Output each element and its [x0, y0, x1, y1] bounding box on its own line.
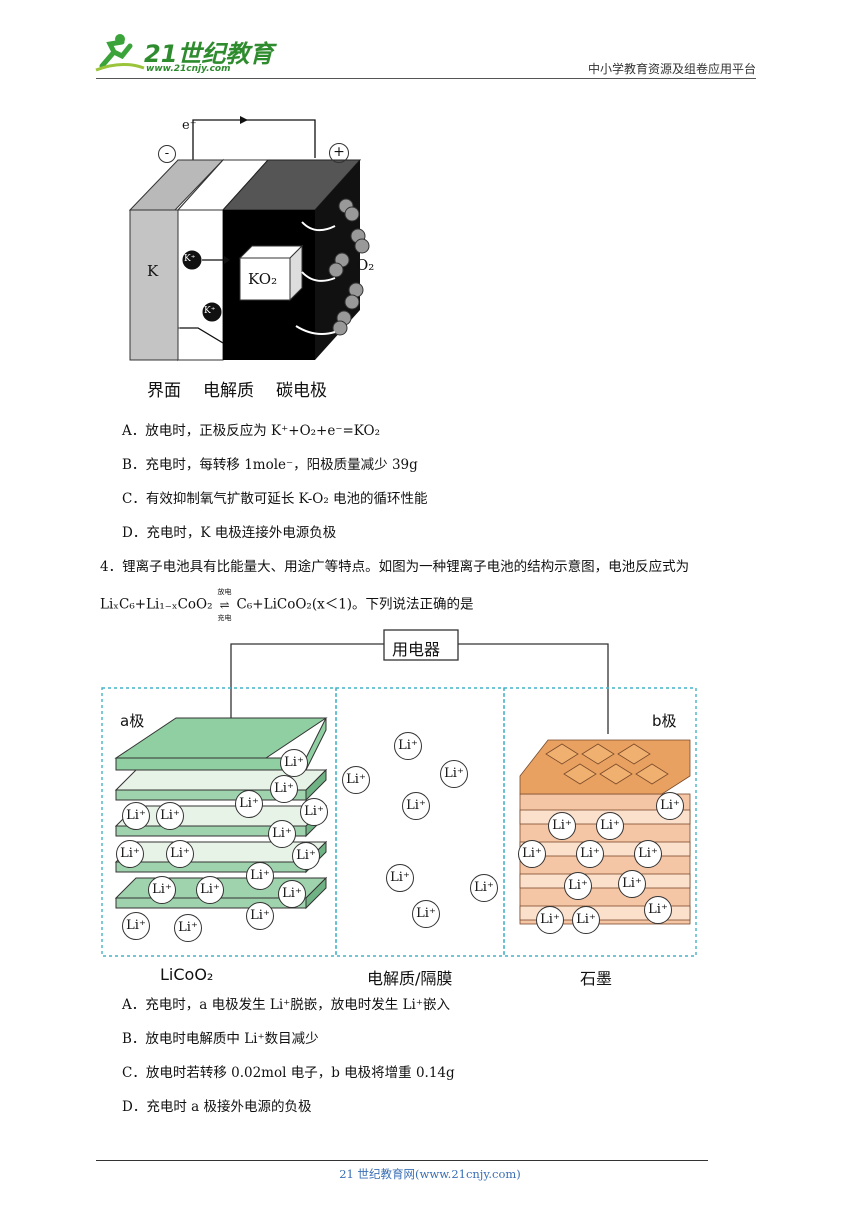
plus-terminal: +	[329, 143, 349, 163]
li-ion-icon: Li⁺	[148, 876, 176, 904]
li-ion-icon: Li⁺	[412, 900, 440, 928]
header-platform-text: 中小学教育资源及组卷应用平台	[587, 62, 756, 76]
k-electrode-label: K	[147, 262, 159, 280]
li-ion-icon: Li⁺	[278, 880, 306, 908]
q4-option-a: A．充电时，a 电极发生 Li⁺脱嵌，放电时发生 Li⁺嵌入	[122, 997, 450, 1013]
q3-option-d: D．充电时，K 电极连接外电源负极	[122, 525, 337, 541]
li-ion-icon: Li⁺	[386, 864, 414, 892]
li-ion-icon: Li⁺	[122, 912, 150, 940]
logo-runner-icon	[95, 34, 145, 72]
li-ion-icon: Li⁺	[518, 840, 546, 868]
li-ion-icon: Li⁺	[596, 812, 624, 840]
licoo2-label: LiCoO₂	[160, 965, 214, 984]
minus-terminal: -	[158, 145, 176, 163]
li-ion-icon: Li⁺	[576, 840, 604, 868]
footer-text: 21 世纪教育网(www.21cnjy.com)	[339, 1167, 521, 1181]
q4-stem-line1: 4．锂离子电池具有比能量大、用途广等特点。如图为一种锂离子电池的结构示意图，电池…	[100, 559, 690, 575]
reversible-arrow-icon: 放电⇌充电	[217, 588, 232, 622]
li-ion-icon: Li⁺	[122, 802, 150, 830]
oxygen-flow-arrow-icon	[295, 221, 336, 335]
logo-url: www.21cnjy.com	[146, 64, 231, 74]
li-ion-icon: Li⁺	[470, 874, 498, 902]
li-ion-icon: Li⁺	[564, 872, 592, 900]
interface-label: 界面	[147, 381, 181, 401]
q3-option-c: C．有效抑制氧气扩散可延长 K-O₂ 电池的循环性能	[122, 491, 428, 507]
li-ion-battery-diagram	[101, 629, 697, 957]
li-ion-icon: Li⁺	[342, 766, 370, 794]
graphite-label: 石墨	[580, 969, 613, 988]
o2-label: O₂	[356, 256, 375, 274]
li-ion-icon: Li⁺	[246, 862, 274, 890]
li-ion-icon: Li⁺	[270, 775, 298, 803]
site-logo	[92, 30, 262, 80]
q4-option-b: B．放电时电解质中 Li⁺数目减少	[122, 1031, 319, 1047]
k-ion-label: K⁺	[204, 306, 216, 316]
li-ion-icon: Li⁺	[116, 840, 144, 868]
li-ion-icon: Li⁺	[174, 914, 202, 942]
li-ion-icon: Li⁺	[634, 840, 662, 868]
q4-option-c: C．放电时若转移 0.02mol 电子，b 电极将增重 0.14g	[122, 1065, 455, 1081]
li-ion-icon: Li⁺	[618, 870, 646, 898]
li-ion-icon: Li⁺	[235, 790, 263, 818]
li-ion-icon: Li⁺	[548, 812, 576, 840]
li-ion-icon: Li⁺	[440, 760, 468, 788]
li-ion-icon: Li⁺	[300, 798, 328, 826]
li-ion-icon: Li⁺	[246, 902, 274, 930]
q4-option-d: D．充电时 a 极接外电源的负极	[122, 1099, 312, 1115]
electrolyte-label: 电解质	[203, 381, 254, 401]
li-ion-icon: Li⁺	[644, 896, 672, 924]
electron-flow-arrow-icon	[240, 116, 248, 124]
li-ion-icon: Li⁺	[536, 906, 564, 934]
li-ion-icon: Li⁺	[572, 906, 600, 934]
li-ion-icon: Li⁺	[292, 842, 320, 870]
li-ion-icon: Li⁺	[156, 802, 184, 830]
oxygen-molecule-icon	[328, 198, 370, 336]
reaction-right: C₆+LiCoO₂(x＜1)。下列说法正确的是	[236, 596, 474, 613]
q3-option-b: B．充电时，每转移 1mole⁻，阳极质量减少 39g	[122, 457, 418, 473]
li-ion-icon: Li⁺	[196, 876, 224, 904]
li-ion-icon: Li⁺	[280, 749, 308, 777]
reaction-left: LiₓC₆+Li₁₋ₓCoO₂	[100, 596, 213, 613]
a-electrode-label: a极	[120, 712, 145, 730]
li-ion-icon: Li⁺	[402, 792, 430, 820]
b-electrode-label: b极	[652, 712, 677, 730]
ko2-label: KO₂	[248, 270, 278, 288]
k-o2-battery-diagram	[128, 116, 370, 362]
electrolyte-separator-label: 电解质/隔膜	[367, 969, 453, 988]
electron-label: e⁻	[182, 118, 197, 133]
q3-option-a: A．放电时，正极反应为 K⁺+O₂+e⁻=KO₂	[122, 423, 380, 439]
li-ion-icon: Li⁺	[268, 820, 296, 848]
li-ion-icon: Li⁺	[166, 840, 194, 868]
q4-stem-line2: LiₓC₆+Li₁₋ₓCoO₂ 放电⇌充电 C₆+LiCoO₂(x＜1)。下列说法正…	[100, 588, 474, 622]
li-ion-icon: Li⁺	[656, 792, 684, 820]
k-ion-label: K⁺	[184, 254, 196, 264]
device-label: 用电器	[392, 640, 441, 659]
carbon-electrode-label: 碳电极	[276, 381, 327, 401]
footer-divider	[96, 1160, 708, 1161]
logo-text: 21世纪教育	[144, 40, 274, 68]
li-ion-icon: Li⁺	[394, 732, 422, 760]
header-divider	[96, 78, 756, 79]
